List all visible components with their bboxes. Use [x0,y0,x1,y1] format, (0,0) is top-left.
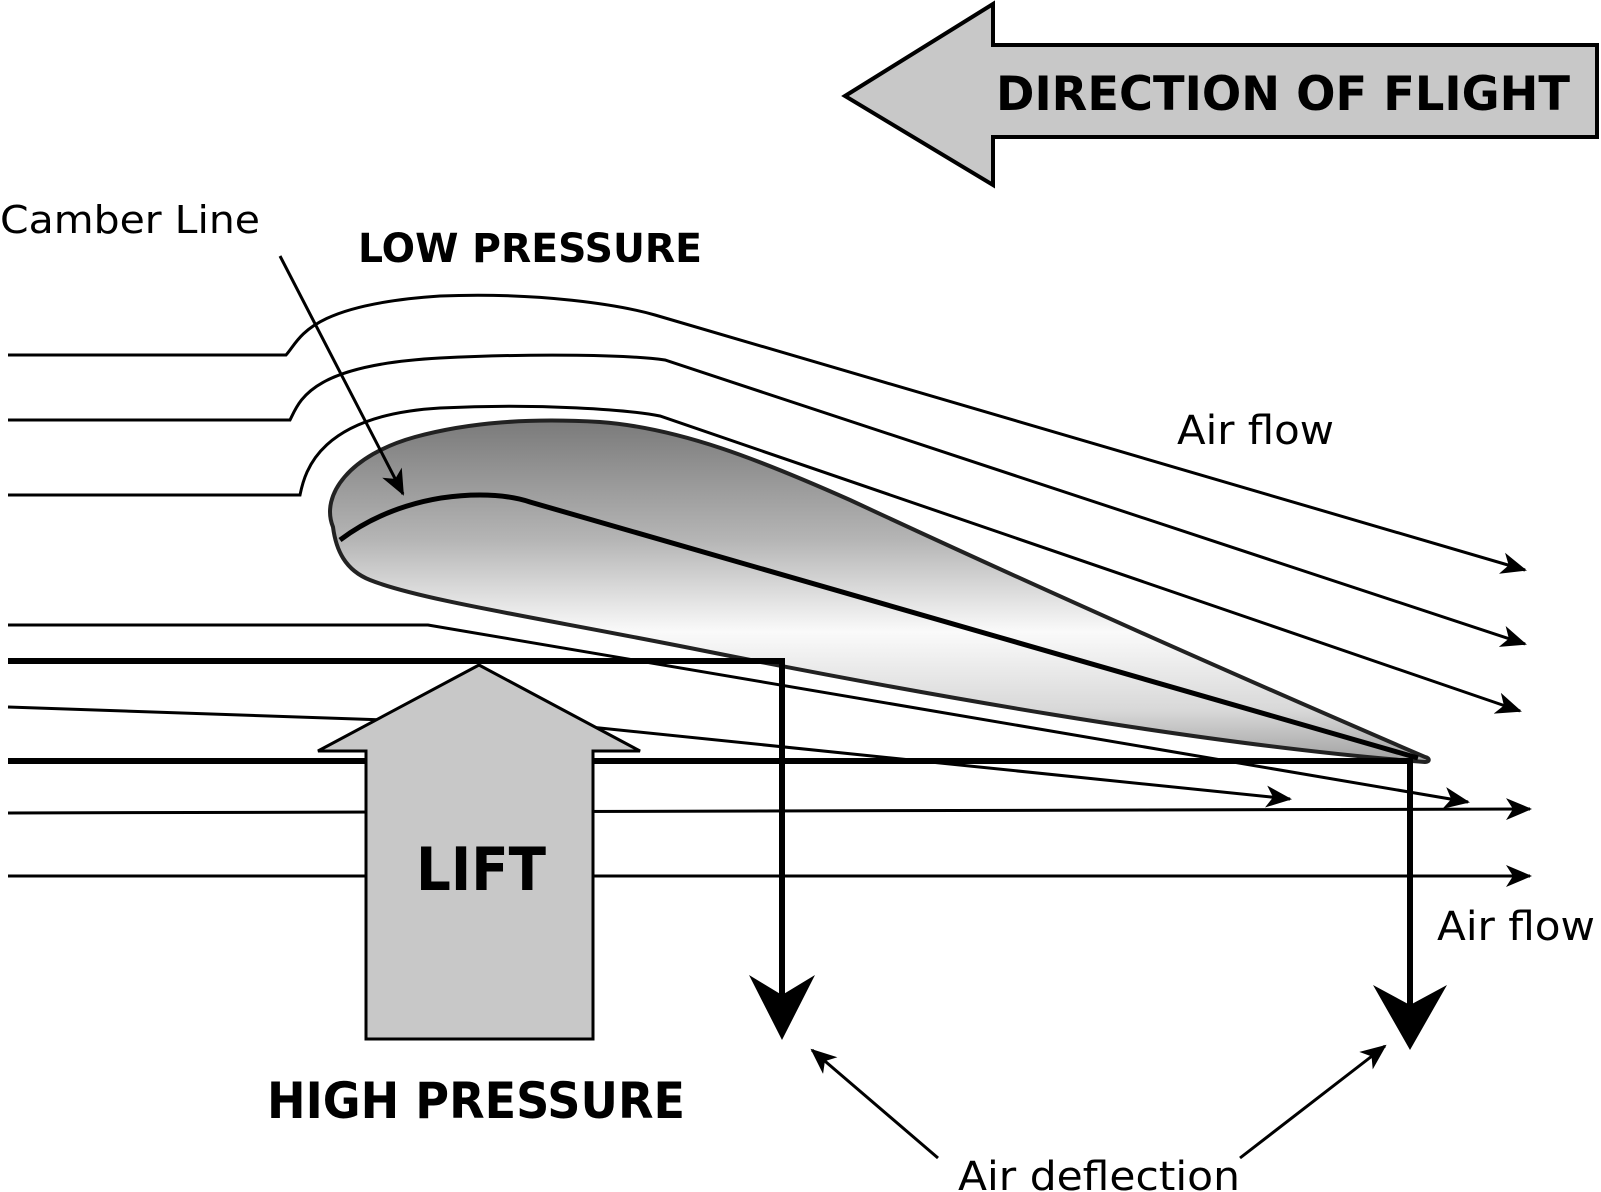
lift-label: LIFT [416,835,546,905]
direction-of-flight-label: DIRECTION OF FLIGHT [996,67,1570,122]
air-deflection-pointer-left [810,1048,939,1160]
lower-streamline-1 [8,623,1470,809]
air-deflection-pointer-right [1239,1044,1387,1160]
camber-line-pointer [278,255,405,496]
deflection-arrowhead-front [749,975,815,1040]
high-pressure-label: HIGH PRESSURE [267,1072,685,1130]
upper-streamline-3 [8,404,1522,714]
upper-airflow-streamlines [8,293,1527,714]
camber-line-label: Camber Line [0,198,260,242]
direction-of-flight-arrow: DIRECTION OF FLIGHT [841,0,1599,189]
low-pressure-label: LOW PRESSURE [358,226,702,272]
camber-line-curve [338,492,1419,761]
upper-streamline-2 [8,353,1527,647]
lower-airflow-streamlines [7,623,1532,887]
airfoil [328,418,1431,765]
air-flow-lower-label: Air flow [1437,904,1595,950]
lower-streamline-3 [7,798,1532,821]
upper-streamline-1 [8,293,1527,574]
airfoil-body [328,418,1431,765]
air-deflection-label: Air deflection [958,1154,1240,1192]
deflection-arrowhead-rear [1373,985,1447,1050]
air-flow-upper-label: Air flow [1177,408,1334,454]
deflection-path-front [8,658,785,1030]
lift-arrow: LIFT [317,663,641,1041]
deflection-path-rear [8,758,1413,1040]
